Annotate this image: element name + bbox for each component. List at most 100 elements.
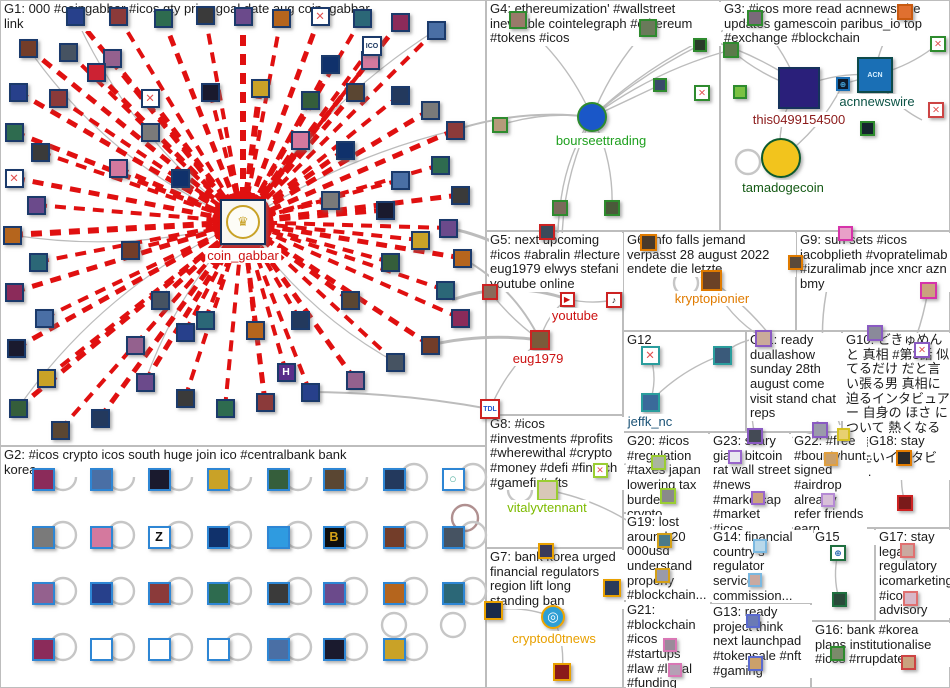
graph-node[interactable] [322, 637, 346, 661]
graph-node[interactable]: TDL [480, 399, 500, 419]
graph-node[interactable] [206, 525, 230, 549]
graph-node[interactable] [345, 82, 365, 102]
graph-node[interactable] [147, 467, 171, 491]
graph-node[interactable] [290, 130, 310, 150]
graph-node[interactable] [390, 85, 410, 105]
graph-node[interactable] [8, 82, 28, 102]
graph-node[interactable] [450, 308, 470, 328]
graph-node[interactable] [639, 19, 657, 37]
graph-node[interactable] [206, 467, 230, 491]
graph-node[interactable] [836, 427, 850, 441]
graph-node[interactable] [175, 388, 195, 408]
graph-node[interactable] [693, 38, 707, 52]
graph-node[interactable] [604, 200, 620, 216]
graph-node[interactable] [382, 525, 406, 549]
graph-node[interactable] [2, 225, 22, 245]
node-tamadogecoin[interactable] [761, 138, 801, 178]
graph-node[interactable]: Z [147, 525, 171, 549]
graph-node[interactable] [426, 20, 446, 40]
graph-node[interactable] [896, 450, 912, 466]
graph-node[interactable] [36, 368, 56, 388]
graph-node[interactable] [322, 467, 346, 491]
graph-node[interactable] [441, 525, 465, 549]
graph-node[interactable] [266, 525, 290, 549]
graph-node[interactable] [751, 491, 765, 505]
graph-node[interactable] [58, 42, 78, 62]
graph-node[interactable] [897, 495, 913, 511]
graph-node[interactable] [420, 335, 440, 355]
graph-node[interactable] [352, 8, 372, 28]
graph-node[interactable] [86, 62, 106, 82]
graph-node[interactable] [723, 42, 739, 58]
graph-node[interactable] [897, 4, 913, 20]
graph-node[interactable] [290, 310, 310, 330]
graph-node[interactable] [639, 233, 657, 251]
graph-node[interactable] [821, 493, 835, 507]
graph-node[interactable] [153, 8, 173, 28]
node-kryptopionier[interactable] [700, 269, 722, 291]
graph-node[interactable] [89, 581, 113, 605]
graph-node[interactable] [255, 392, 275, 412]
graph-node[interactable] [900, 654, 916, 670]
graph-node[interactable] [663, 638, 677, 652]
graph-node[interactable] [441, 581, 465, 605]
graph-node[interactable] [650, 454, 666, 470]
graph-node[interactable] [435, 280, 455, 300]
graph-node[interactable] [300, 382, 320, 402]
graph-node[interactable] [206, 637, 230, 661]
graph-node[interactable] [266, 637, 290, 661]
graph-node[interactable] [748, 573, 762, 587]
graph-node[interactable] [6, 338, 26, 358]
graph-node[interactable]: ✕ [140, 88, 160, 108]
graph-node[interactable] [445, 120, 465, 140]
graph-node[interactable] [492, 117, 508, 133]
graph-node[interactable] [812, 422, 828, 438]
graph-node[interactable] [390, 12, 410, 32]
graph-node[interactable]: ○ [441, 467, 465, 491]
graph-node[interactable] [539, 224, 555, 240]
graph-node[interactable] [322, 581, 346, 605]
graph-node[interactable]: ⊕ [830, 545, 846, 561]
graph-node[interactable] [48, 88, 68, 108]
graph-node[interactable]: ✕ [640, 345, 660, 365]
graph-node[interactable] [483, 600, 503, 620]
graph-node[interactable] [266, 467, 290, 491]
graph-node[interactable]: ✕ [930, 36, 946, 52]
graph-node[interactable] [90, 408, 110, 428]
graph-node[interactable] [656, 532, 672, 548]
graph-node[interactable] [135, 372, 155, 392]
graph-node[interactable] [195, 5, 215, 25]
node-this0499154500[interactable] [778, 67, 820, 109]
graph-node[interactable] [654, 567, 670, 583]
node-youtube[interactable]: ▶ [559, 291, 575, 307]
graph-node[interactable] [245, 320, 265, 340]
graph-node[interactable] [747, 10, 763, 26]
graph-node[interactable] [4, 122, 24, 142]
graph-node[interactable] [31, 581, 55, 605]
graph-node[interactable] [438, 218, 458, 238]
graph-node[interactable] [837, 225, 853, 241]
graph-node[interactable] [65, 6, 85, 26]
graph-node[interactable] [410, 230, 430, 250]
graph-node[interactable] [89, 525, 113, 549]
node-cryptod0tnews[interactable]: ◎ [541, 605, 565, 629]
node-jeffk_nc[interactable] [640, 392, 660, 412]
graph-node[interactable] [170, 168, 190, 188]
graph-node[interactable] [603, 579, 621, 597]
graph-node[interactable] [102, 48, 122, 68]
graph-node[interactable] [31, 637, 55, 661]
graph-node[interactable] [728, 450, 742, 464]
graph-node[interactable]: H [276, 362, 296, 382]
node-vitalyvtennant[interactable] [536, 479, 558, 501]
graph-node[interactable] [733, 85, 747, 99]
graph-node[interactable] [120, 240, 140, 260]
graph-node[interactable]: ✕ [310, 6, 330, 26]
node-bourseettrading[interactable] [577, 102, 607, 132]
graph-node[interactable]: ⊕ [836, 77, 850, 91]
graph-node[interactable] [382, 637, 406, 661]
graph-node[interactable] [831, 591, 847, 607]
graph-node[interactable] [8, 398, 28, 418]
graph-node[interactable]: ✕ [4, 168, 24, 188]
graph-node[interactable] [747, 655, 763, 671]
graph-node[interactable] [271, 8, 291, 28]
